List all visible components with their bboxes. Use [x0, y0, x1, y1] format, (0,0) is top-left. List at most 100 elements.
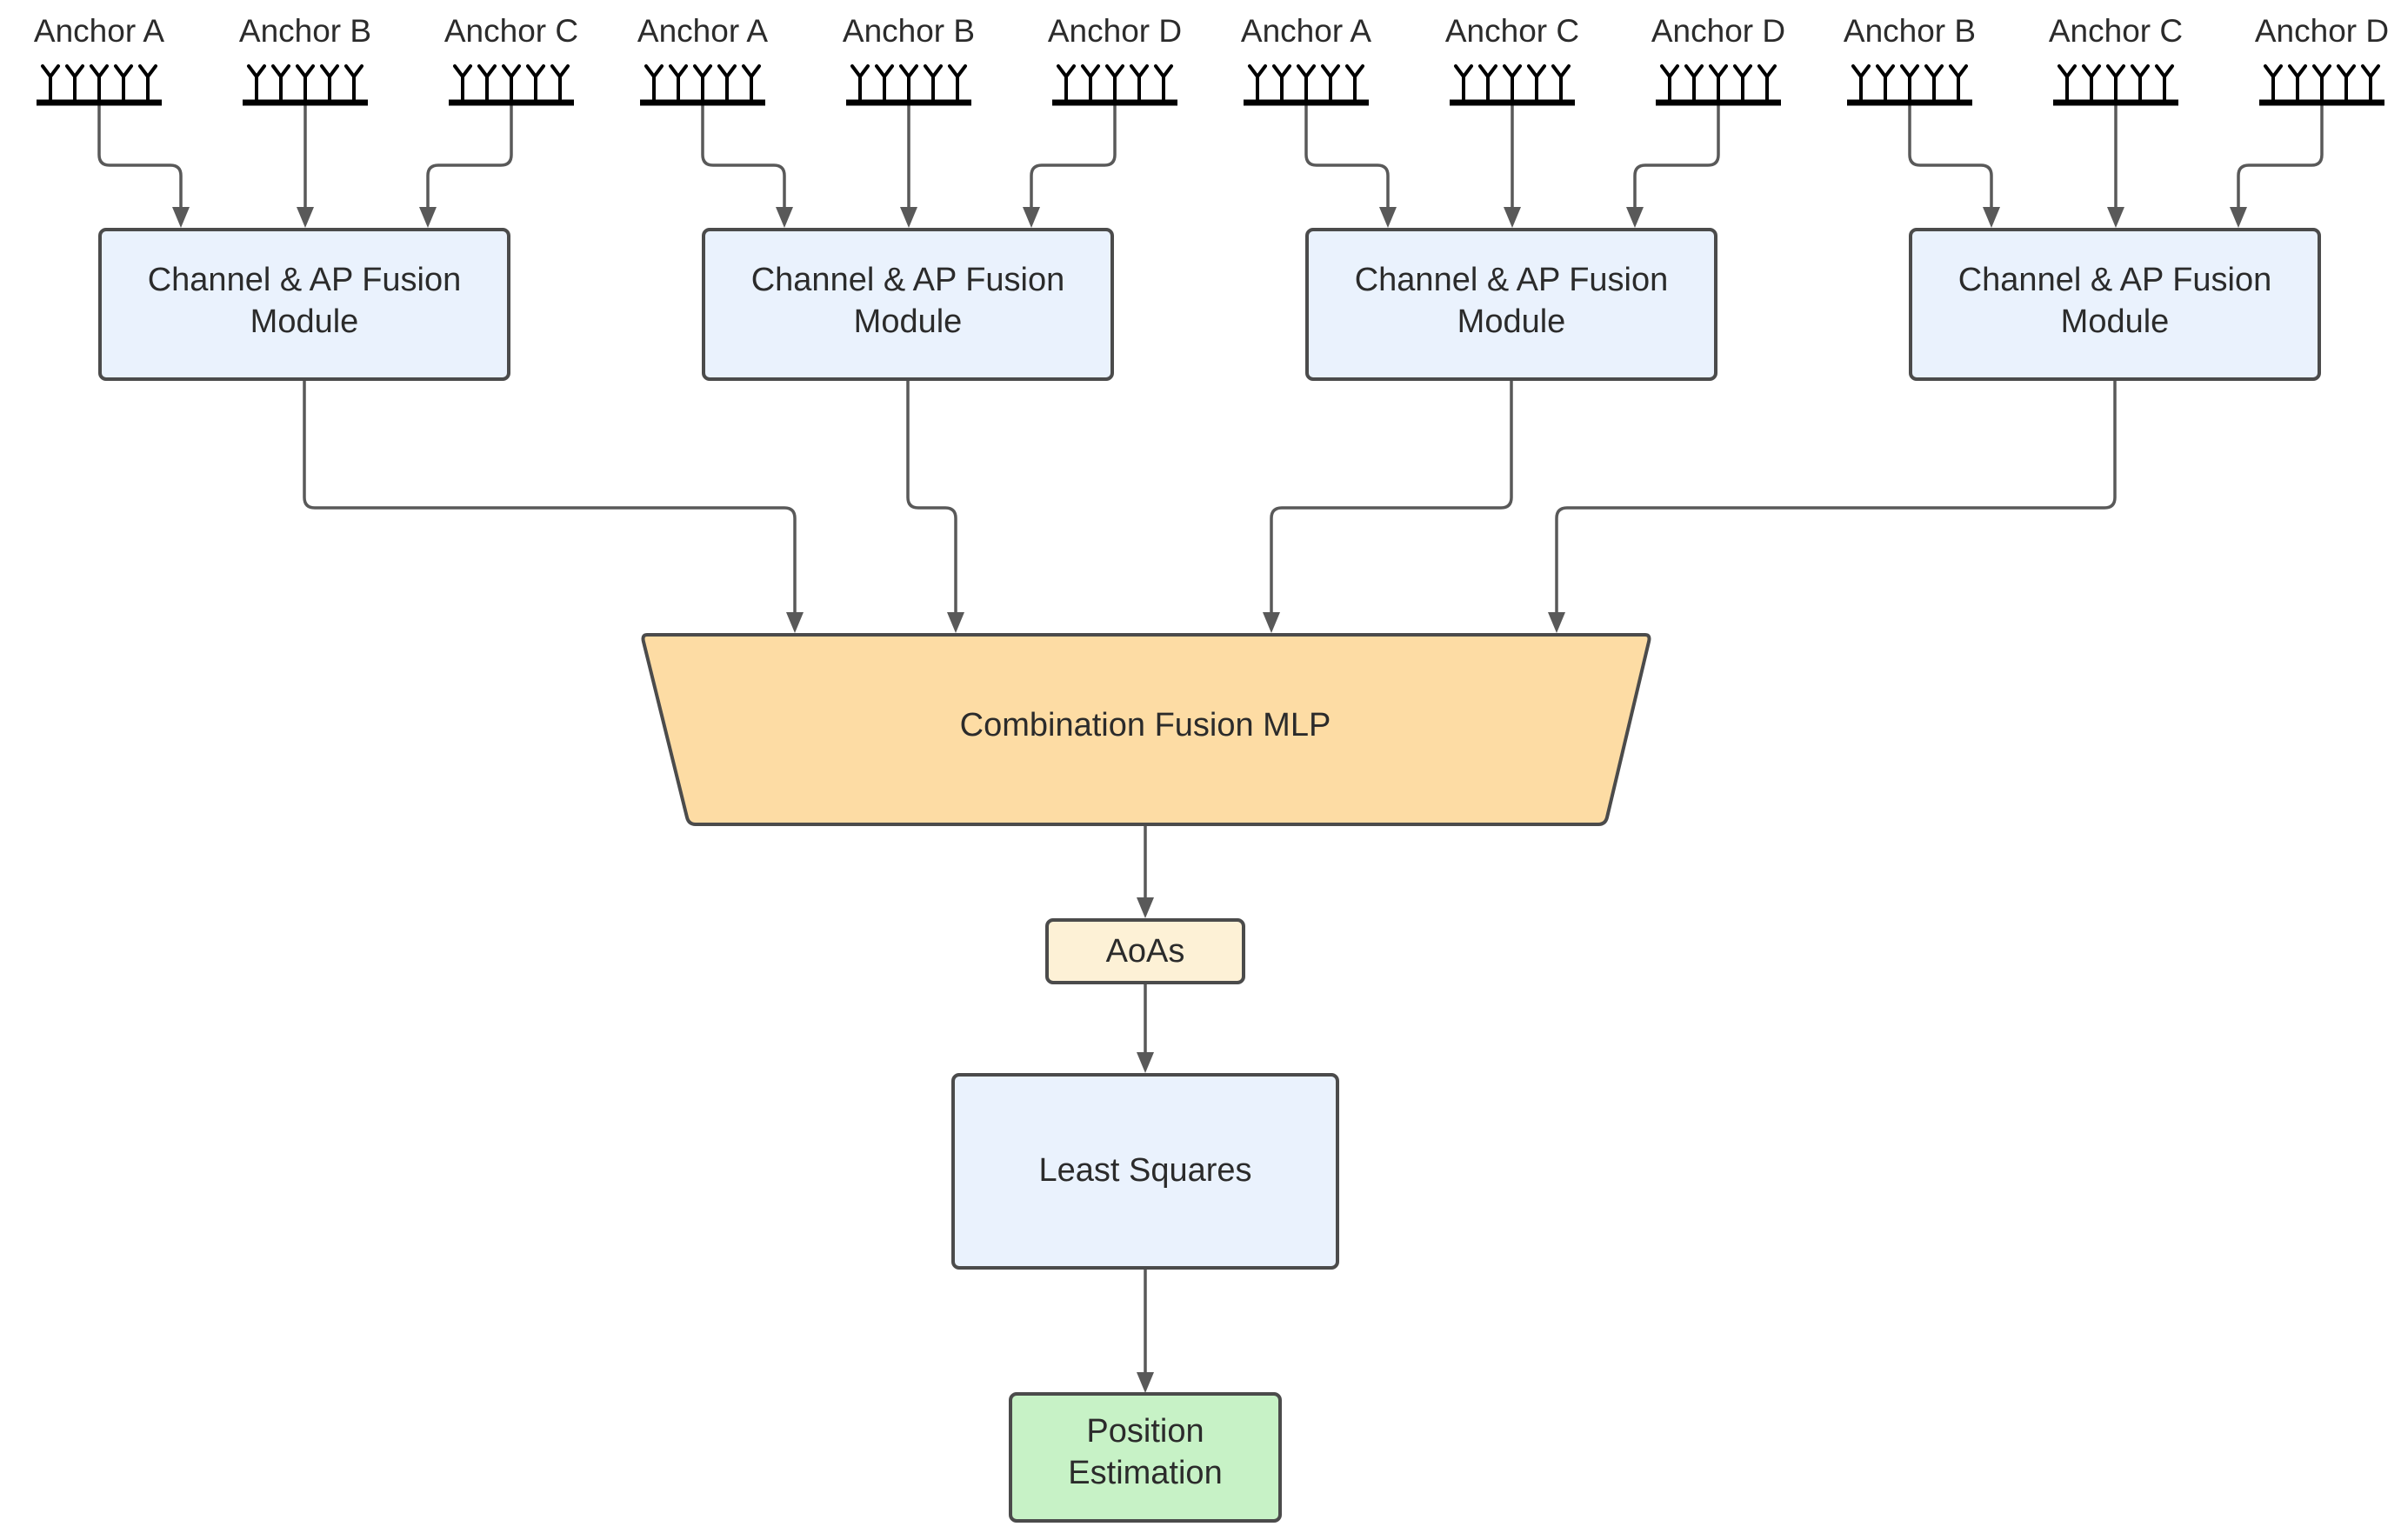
anchor-to-module-arrow-head [297, 207, 314, 228]
antenna-icon [1684, 64, 1704, 104]
antenna-icon [41, 64, 60, 104]
anchor-array [37, 64, 162, 106]
antenna-icon [1527, 64, 1546, 104]
antenna-icon [669, 64, 688, 104]
anchor-label: Anchor B [239, 13, 371, 49]
anchor-label: Anchor D [2255, 13, 2389, 49]
anchor-to-module-arrow-head [900, 207, 917, 228]
anchor-array [846, 64, 971, 106]
anchor-array [2259, 64, 2384, 106]
module-label: Channel & AP Fusion [1958, 262, 2272, 298]
anchor-array [2053, 64, 2178, 106]
anchor-to-module-arrow [97, 104, 183, 219]
antenna-icon [114, 64, 133, 104]
antenna-icon [138, 64, 157, 104]
anchor-label: Anchor C [2049, 13, 2183, 49]
antenna-icon [477, 64, 497, 104]
anchor-array [243, 64, 368, 106]
mlp-label: Combination Fusion MLP [960, 707, 1331, 743]
antenna-icon [502, 64, 521, 104]
least-squares-to-position-arrow-head [1137, 1372, 1154, 1393]
module-to-mlp-arrow-head [947, 612, 964, 633]
module-label: Module [854, 303, 963, 340]
antenna-icon [1733, 64, 1752, 104]
module-label: Module [2061, 303, 2170, 340]
combination-fusion-mlp-block [641, 633, 1651, 826]
antenna-icon [742, 64, 761, 104]
anchor-to-module-arrow-head [1023, 207, 1040, 228]
antenna-icon [1949, 64, 1968, 104]
anchor-array [1450, 64, 1575, 106]
antenna-icon [65, 64, 84, 104]
mlp-to-aoas-arrow-head [1137, 897, 1154, 918]
antenna-icon [875, 64, 894, 104]
fusion-module-box [1305, 228, 1717, 381]
antenna-icon [1757, 64, 1777, 104]
antenna-icon [1130, 64, 1149, 104]
module-to-mlp-arrow [303, 379, 797, 626]
module-to-mlp-arrow-head [786, 612, 804, 633]
antenna-icon [2264, 64, 2283, 104]
fusion-module-box [702, 228, 1114, 381]
anchor-to-module-arrow-head [1504, 207, 1521, 228]
aoas-box [1045, 918, 1245, 984]
antenna-icon [1454, 64, 1473, 104]
antenna-icon [644, 64, 664, 104]
fusion-module-box [1909, 228, 2321, 381]
module-to-mlp-arrow [1270, 379, 1513, 626]
anchor-to-module-arrow [426, 104, 513, 219]
anchor-array [1052, 64, 1177, 106]
anchor-to-module-arrow-head [2107, 207, 2124, 228]
antenna-icon [850, 64, 870, 104]
antenna-icon [1321, 64, 1340, 104]
antenna-icon [1248, 64, 1267, 104]
anchor-to-module-arrow-head [776, 207, 793, 228]
antenna-icon [247, 64, 266, 104]
module-to-mlp-arrow [906, 379, 957, 626]
anchor-to-module-arrow [701, 104, 786, 219]
fusion-module-box [98, 228, 510, 381]
antenna-icon [1272, 64, 1291, 104]
antenna-icon [2058, 64, 2077, 104]
antenna-icon [1105, 64, 1124, 104]
anchor-array [1847, 64, 1972, 106]
antenna-icon [344, 64, 363, 104]
antenna-icon [90, 64, 109, 104]
antenna-icon [1709, 64, 1728, 104]
antenna-icon [2082, 64, 2101, 104]
antenna-icon [1154, 64, 1173, 104]
antenna-icon [320, 64, 339, 104]
antenna-icon [1081, 64, 1100, 104]
aoas-label: AoAs [1106, 933, 1185, 970]
module-label: Module [1457, 303, 1566, 340]
antenna-icon [526, 64, 545, 104]
antenna-icon [924, 64, 943, 104]
antenna-icon [2312, 64, 2331, 104]
module-to-mlp-arrow [1555, 379, 2117, 626]
anchor-array [1244, 64, 1369, 106]
connectors [97, 104, 2324, 1393]
antenna-icon [1900, 64, 1919, 104]
antenna-icon [1660, 64, 1679, 104]
least-squares-label: Least Squares [1038, 1152, 1251, 1189]
anchor-to-module-arrow-head [419, 207, 437, 228]
antenna-icon [2361, 64, 2380, 104]
position-label: Estimation [1068, 1455, 1222, 1491]
antenna-icon [550, 64, 570, 104]
antenna-icon [1876, 64, 1895, 104]
antenna-icon [1851, 64, 1871, 104]
module-label: Module [250, 303, 359, 340]
aoas-to-least-squares-arrow-head [1137, 1052, 1154, 1073]
antenna-icon [2155, 64, 2174, 104]
anchor-to-module-arrow-head [1983, 207, 2000, 228]
antenna-icon [2288, 64, 2307, 104]
anchor-array [1656, 64, 1781, 106]
antenna-icon [271, 64, 290, 104]
antenna-icon [899, 64, 918, 104]
anchor-label: Anchor B [843, 13, 975, 49]
antenna-icon [1345, 64, 1364, 104]
anchor-to-module-arrow [1908, 104, 1993, 219]
antenna-icon [717, 64, 737, 104]
